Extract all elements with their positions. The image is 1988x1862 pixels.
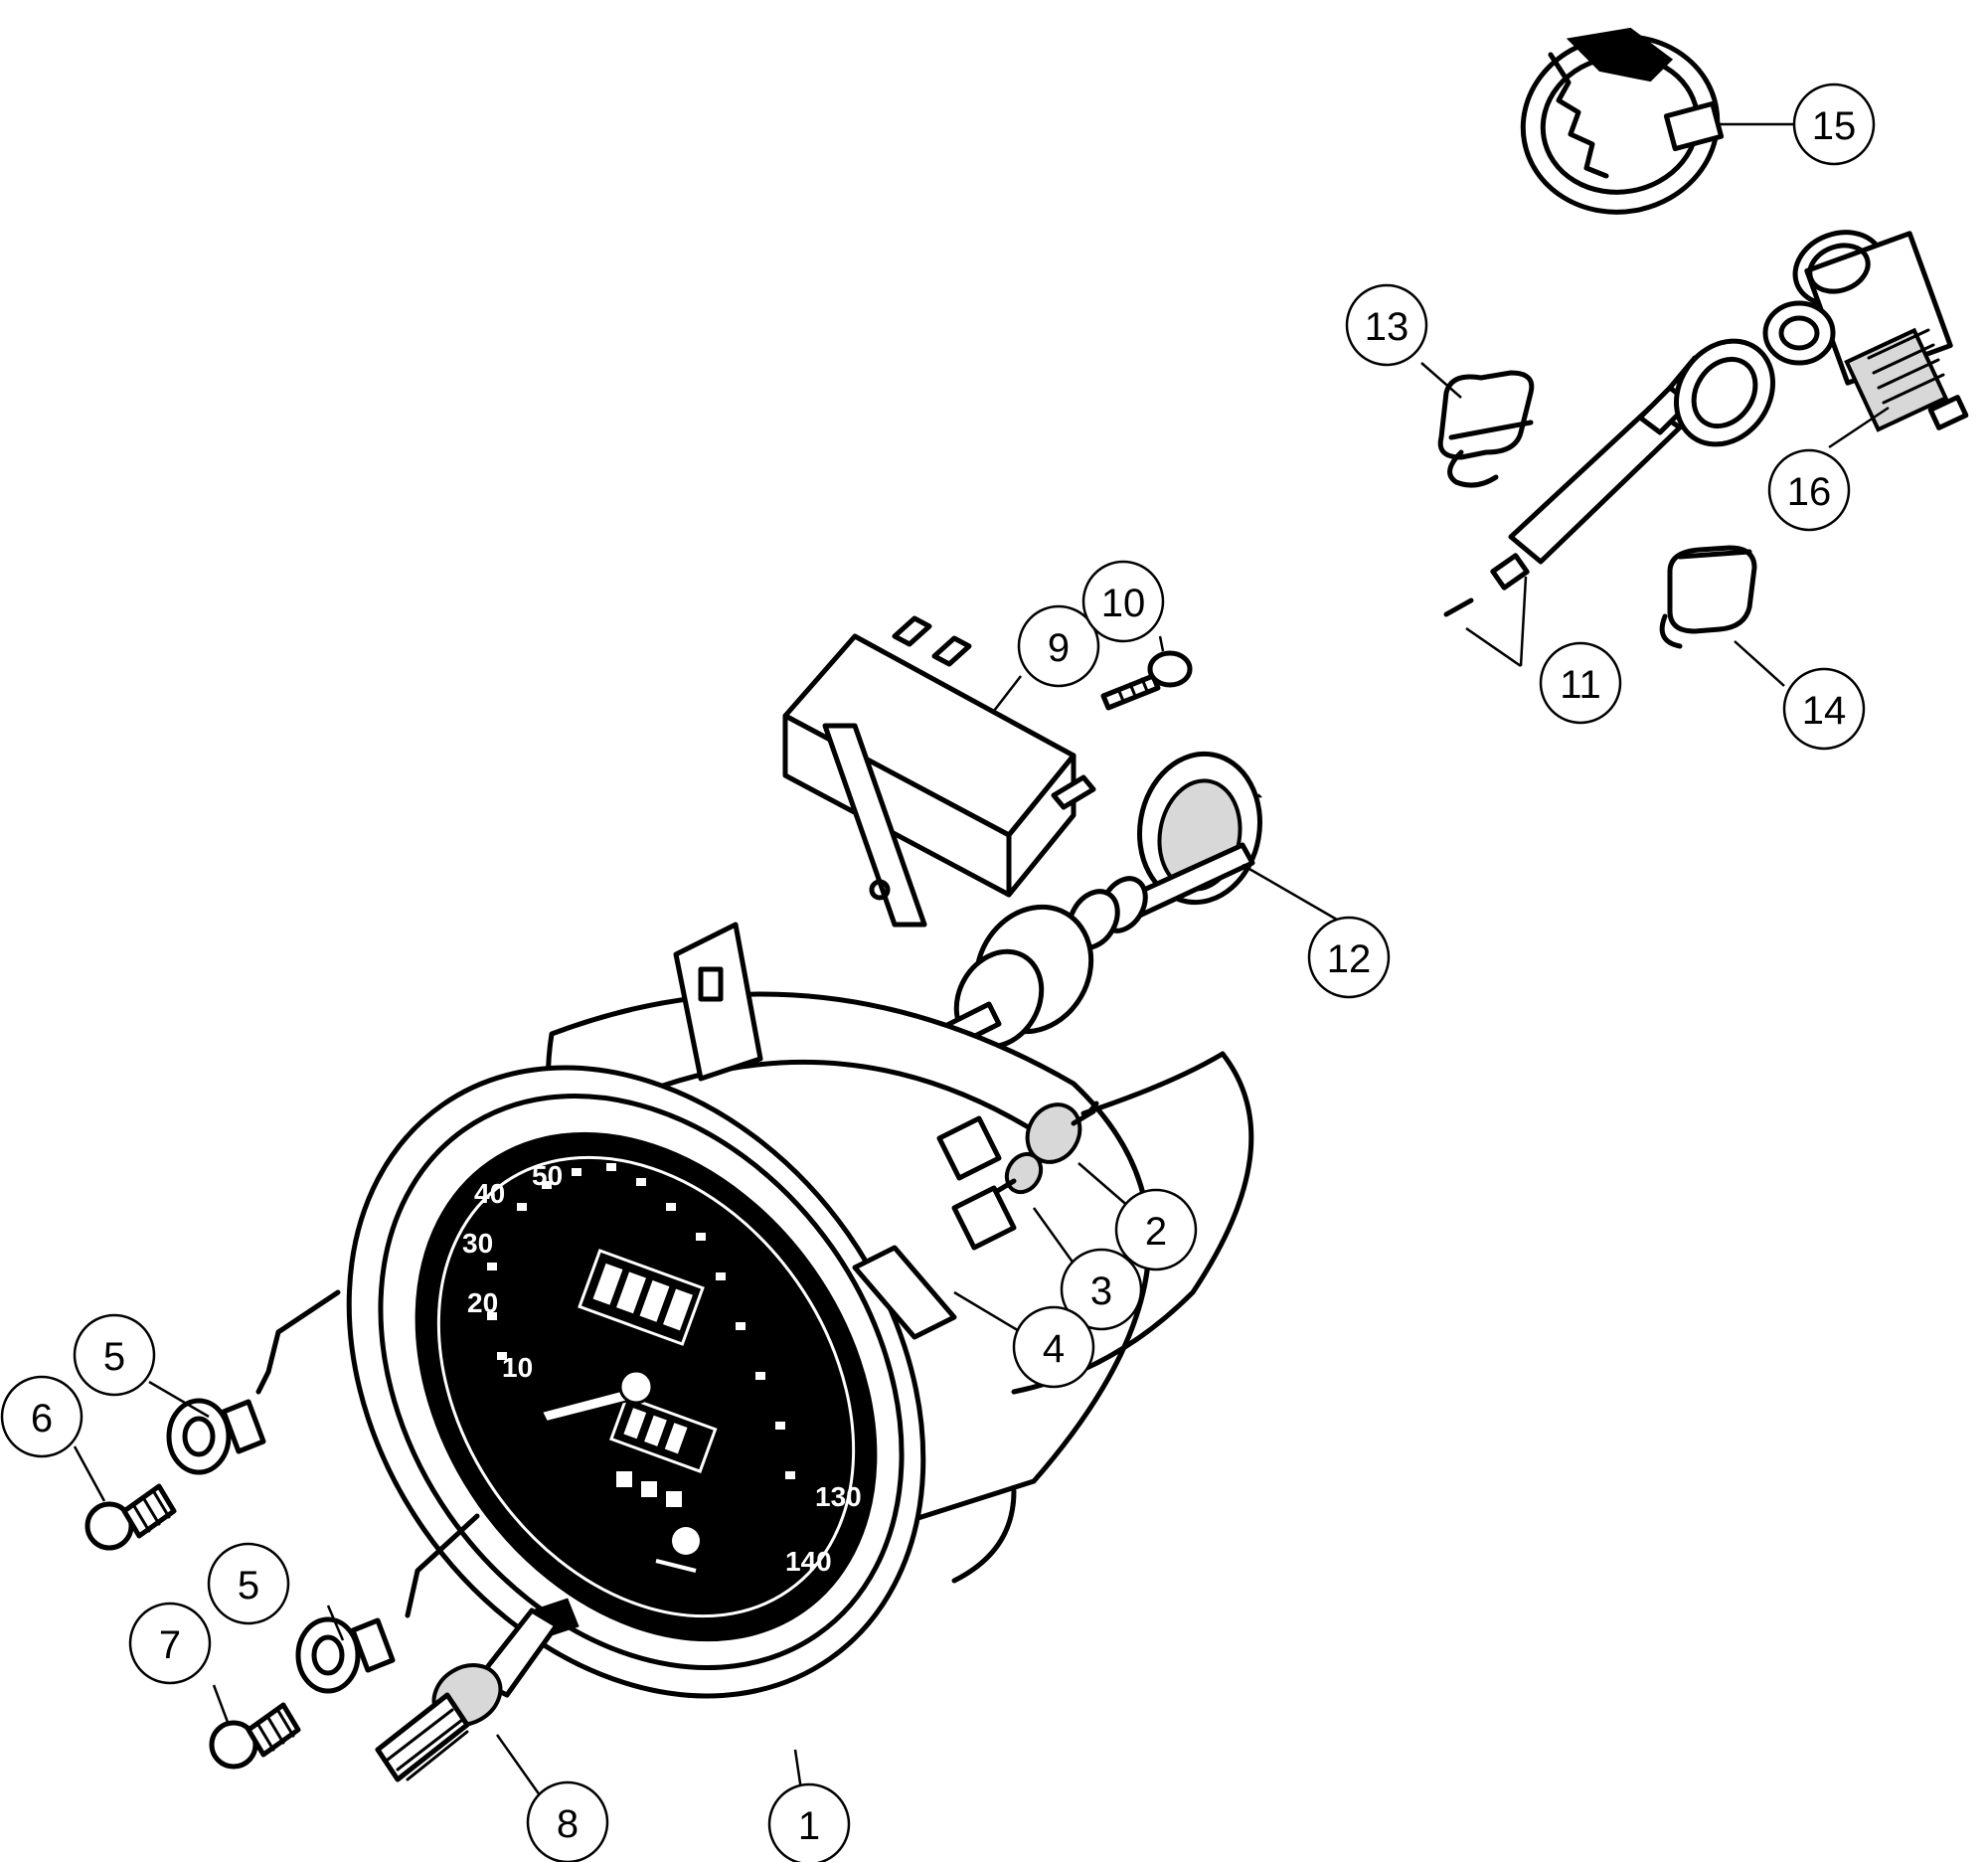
dial-number-140: 140	[785, 1546, 832, 1577]
callout-6: 6	[0, 1375, 83, 1458]
svg-text:4: 4	[1043, 1327, 1065, 1371]
svg-text:7: 7	[159, 1623, 181, 1667]
svg-text:16: 16	[1787, 470, 1832, 514]
part-16-angle-drive	[1762, 230, 1969, 432]
svg-text:2: 2	[1145, 1210, 1167, 1254]
callouts: 1 2 3 4 5 5 6 7	[0, 83, 1876, 1862]
callout-8: 8	[526, 1780, 609, 1862]
callout-2: 2	[1114, 1188, 1198, 1271]
dial-scale-marks	[487, 1163, 795, 1573]
callout-5a: 5	[73, 1313, 156, 1397]
callout-1: 1	[767, 1782, 851, 1862]
callout-9: 9	[1017, 604, 1100, 688]
part-1-speedometer: 10 20 30 40 50 130 140	[346, 922, 1254, 1699]
part-8-trip-reset-knob	[375, 1598, 580, 1782]
callout-16: 16	[1767, 448, 1851, 532]
part-5-bulb-holder-lower	[295, 1513, 480, 1694]
callout-10: 10	[1081, 560, 1165, 643]
svg-text:6: 6	[31, 1397, 53, 1440]
svg-text:3: 3	[1090, 1270, 1112, 1313]
svg-text:8: 8	[557, 1802, 579, 1846]
part-10-screw	[1100, 650, 1193, 711]
callout-14: 14	[1782, 667, 1866, 751]
svg-text:12: 12	[1327, 937, 1372, 981]
svg-text:14: 14	[1802, 689, 1847, 733]
part-5-bulb-holder-upper	[166, 1289, 341, 1475]
svg-text:5: 5	[103, 1335, 125, 1379]
callout-5b: 5	[207, 1542, 290, 1625]
dial-number-50: 50	[532, 1160, 563, 1191]
dial-number-30: 30	[462, 1228, 493, 1259]
callout-7: 7	[128, 1602, 212, 1685]
part-15-ring-clamp	[1520, 27, 1725, 215]
part-4-sleeve	[852, 1115, 1017, 1340]
svg-text:9: 9	[1048, 626, 1070, 670]
part-14-clip	[1659, 545, 1757, 649]
svg-text:15: 15	[1812, 104, 1857, 148]
callout-12: 12	[1307, 916, 1391, 999]
callout-15: 15	[1792, 83, 1876, 166]
dial-number-20: 20	[467, 1287, 498, 1318]
part-2-knurled-nut	[1025, 1100, 1099, 1164]
callout-4: 4	[1012, 1305, 1095, 1389]
part-13-clip	[1437, 370, 1535, 488]
part-6-bulb-upper	[84, 1483, 177, 1551]
part-11-speedo-cable	[1257, 338, 1776, 798]
svg-text:11: 11	[1560, 663, 1601, 707]
callout-13: 13	[1345, 283, 1428, 367]
callout-3: 3	[1060, 1248, 1143, 1331]
part-9-voltage-stabiliser	[782, 615, 1096, 928]
dial-number-130: 130	[815, 1481, 862, 1512]
part-7-bulb-lower	[209, 1702, 301, 1770]
callout-11: 11	[1539, 641, 1622, 725]
svg-text:10: 10	[1101, 582, 1146, 625]
svg-text:13: 13	[1365, 305, 1409, 349]
svg-text:1: 1	[798, 1804, 820, 1848]
dial-number-10: 10	[502, 1352, 533, 1383]
part-3-spring-washer	[991, 1151, 1044, 1196]
dial-number-40: 40	[474, 1178, 505, 1209]
svg-text:5: 5	[238, 1564, 259, 1608]
